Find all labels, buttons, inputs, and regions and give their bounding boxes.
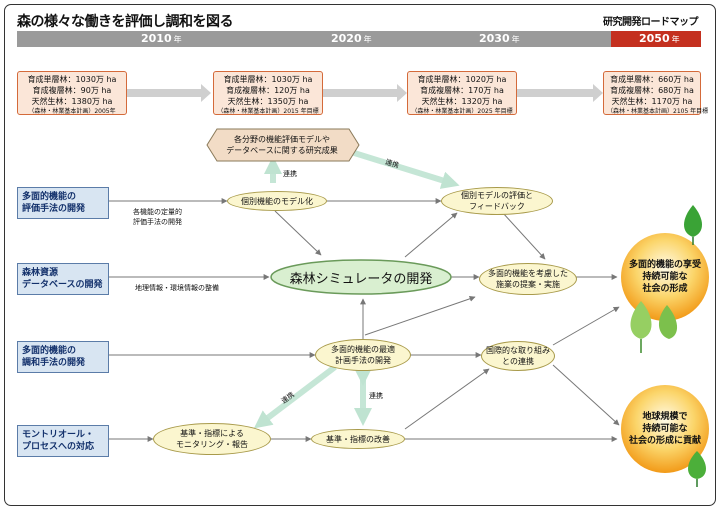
goal-2-label: 地球規模で持続可能な社会の形成に貢献 <box>628 412 701 446</box>
goal-1-label: 多面的機能の享受持続可能な社会の形成 <box>628 260 701 294</box>
flow-arrows <box>109 198 620 442</box>
node-simulator: 森林シミュレータの開発 <box>289 271 433 287</box>
node-feedback: 個別モデルの評価とフィードバック <box>441 187 553 215</box>
leaf-icon <box>688 451 706 487</box>
node-improve-indicators: 基準・指標の改善 <box>311 429 405 449</box>
link-label-1: 連携 <box>283 170 297 178</box>
page-title: 森の様々な働きを評価し調和を図る <box>17 14 234 30</box>
roadmap-label: 研究開発ロードマップ <box>603 17 699 28</box>
track-resource-database: 森林資源データベースの開発 <box>17 263 109 295</box>
node-monitoring: 基準・指標によるモニタリング・報告 <box>153 423 271 455</box>
research-results-label: 各分野の機能評価モデルやデータベースに関する研究成果 <box>226 135 338 155</box>
note-geo-info: 地理情報・環境情報の整備 <box>135 284 219 292</box>
node-optimization: 多面的機能の最適計画手法の開発 <box>315 339 411 371</box>
timeline-bar-2050 <box>611 31 701 47</box>
leaf-icon <box>630 301 678 353</box>
note-quantitative-evaluation: 各機能の定量的評価手法の開発 <box>133 208 182 226</box>
track-montreal-process: モントリオール・プロセスへの対応 <box>17 425 109 457</box>
node-international: 国際的な取り組みとの連携 <box>481 341 555 371</box>
goal-circle-1 <box>621 233 709 321</box>
research-results-hexagon <box>206 128 360 162</box>
simulator-ellipse <box>270 259 452 295</box>
track-harmonization-methods: 多面的機能の調和手法の開発 <box>17 341 109 373</box>
leaf-icon <box>684 205 702 245</box>
goal-circle-2 <box>621 385 709 473</box>
track-evaluation-methods: 多面的機能の評価手法の開発 <box>17 187 109 219</box>
stat-arrows <box>127 84 603 102</box>
node-model: 個別機能のモデル化 <box>227 191 327 211</box>
node-policy: 多面的機能を考慮した施業の提案・実施 <box>479 263 577 295</box>
connectors <box>109 84 709 487</box>
timeline-bar <box>17 31 701 47</box>
link-label-4: 連携 <box>369 392 383 400</box>
